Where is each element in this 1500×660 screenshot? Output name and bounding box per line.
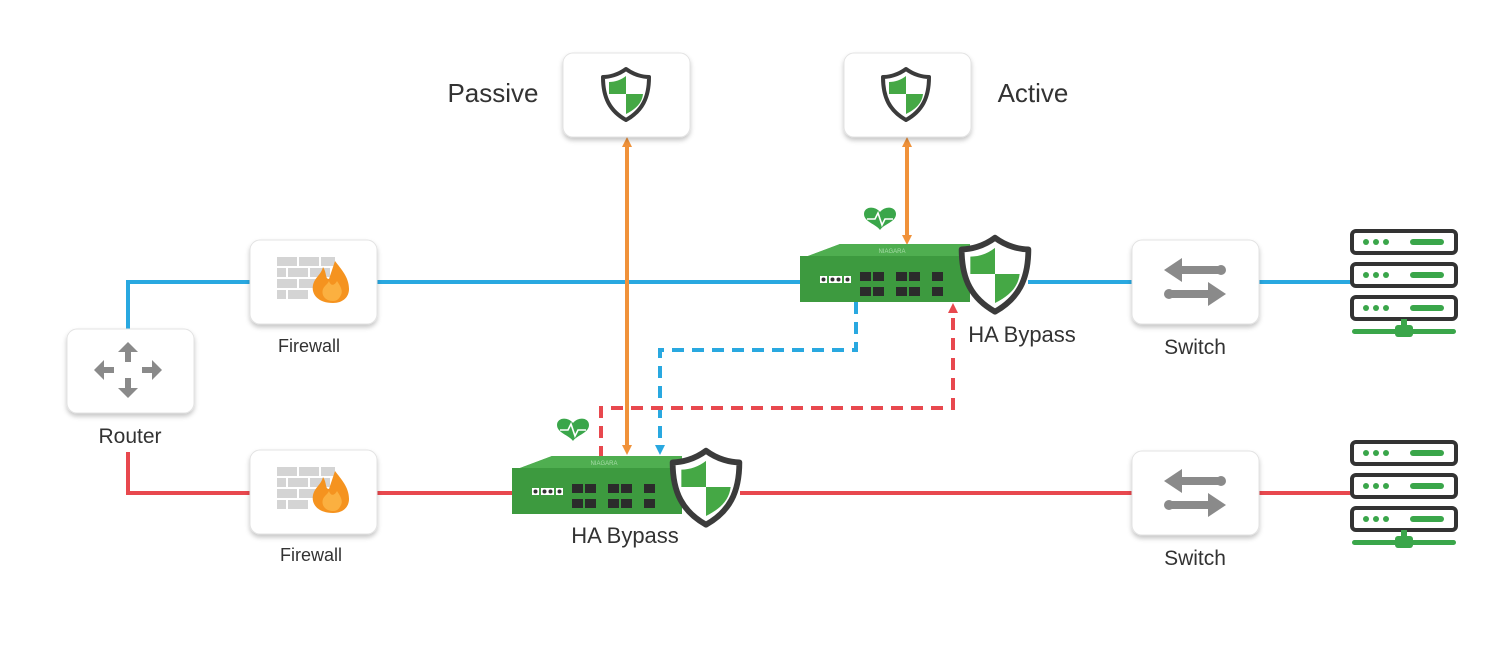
server-stack-icon[interactable] [1350,440,1458,550]
heartbeat-icon [863,206,897,231]
blue-dashed-bypass-link [655,302,858,455]
shield-icon [962,238,1029,312]
bypass-appliance [800,244,970,302]
server-stack-icon[interactable] [1350,229,1458,339]
passive-appliance-card[interactable] [562,52,691,138]
bypass-appliance [512,456,682,514]
ha-bypass-top-device[interactable] [800,206,1029,312]
switch-arrows-icon [1164,469,1226,517]
active-label: Active [998,78,1069,108]
firewall-top-node[interactable] [249,239,378,325]
ha-bypass-bottom-label: HA Bypass [571,523,679,548]
switch-bottom-label: Switch [1164,547,1226,570]
active-appliance-card[interactable] [843,52,972,138]
router-arrows-icon [94,342,162,398]
firewall-bottom-node[interactable] [249,449,378,535]
switch-bottom-node[interactable] [1131,450,1260,536]
switch-top-node[interactable] [1131,239,1260,325]
red-dashed-bypass-link [599,303,958,458]
router-node[interactable] [66,328,195,414]
red-link-bottom [126,452,1352,495]
switch-arrows-icon [1164,258,1226,306]
ha-bypass-top-label: HA Bypass [968,322,1076,347]
switch-top-label: Switch [1164,336,1226,359]
blue-link-top [126,280,1352,330]
firewall-bottom-label: Firewall [280,545,342,565]
shield-icon [673,451,740,525]
router-label: Router [98,425,161,448]
heartbeat-icon [556,417,590,442]
passive-label: Passive [447,78,538,108]
firewall-top-label: Firewall [278,336,340,356]
